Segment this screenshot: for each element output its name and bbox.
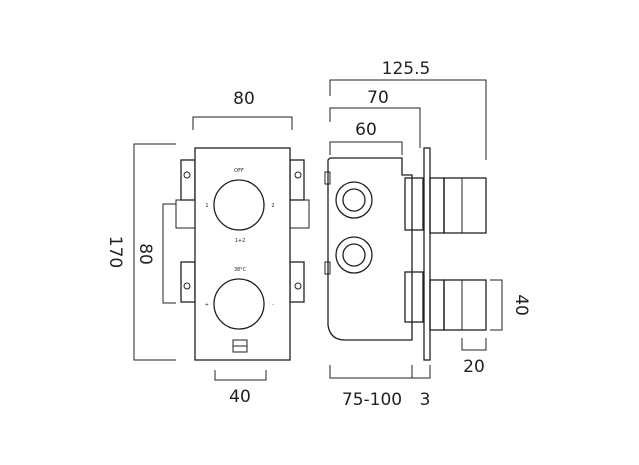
body-collar-top xyxy=(404,177,424,231)
side-faceplate xyxy=(423,147,431,361)
label-off: OFF xyxy=(234,168,244,174)
lug-top-right xyxy=(289,159,305,201)
screw-hole xyxy=(183,282,191,290)
dim-line-front-width xyxy=(192,116,293,130)
dim-line-side-overall xyxy=(329,79,487,160)
dim-line-front-knob-offset xyxy=(214,370,267,381)
dim-front-width: 80 xyxy=(233,89,255,109)
side-view: 125.5 70 60 75-100 3 40 20 xyxy=(324,59,531,410)
dim-side-overall: 125.5 xyxy=(382,59,431,79)
label-temperature: 38°C xyxy=(234,267,247,273)
escutcheon-top xyxy=(429,177,445,234)
lug-top-left xyxy=(180,159,196,201)
dim-front-knob-offset: 40 xyxy=(229,387,251,407)
dim-front-height: 170 xyxy=(105,236,125,268)
side-knob-bottom xyxy=(443,279,487,331)
side-knob-top xyxy=(443,177,487,234)
body-clip xyxy=(324,261,331,275)
label-mark-1: 1 xyxy=(205,203,208,209)
dim-line-front-spacing xyxy=(162,203,176,304)
body-clip xyxy=(324,171,331,185)
front-view: OFF 1 2 1+2 38°C + - 80 170 80 40 xyxy=(105,89,310,407)
dim-line-knob-width xyxy=(461,338,487,351)
flow-knob xyxy=(213,179,265,231)
dim-side-mid: 70 xyxy=(367,88,389,108)
inlet-connector-outer xyxy=(335,181,373,219)
inlet-connector-inner xyxy=(342,188,366,212)
screw-hole xyxy=(183,171,191,179)
dim-side-plate: 3 xyxy=(420,390,431,410)
label-mark-2: 2 xyxy=(271,203,274,209)
screw-hole xyxy=(294,171,302,179)
temperature-knob xyxy=(213,278,265,330)
dim-line-side-body xyxy=(329,141,403,155)
dim-side-body: 60 xyxy=(355,120,377,140)
valve-body xyxy=(327,157,413,341)
lug-mid-right xyxy=(289,199,310,229)
dim-line-side-mid xyxy=(329,107,421,148)
outlet-connector-inner xyxy=(342,243,366,267)
dim-line-knob-height xyxy=(490,279,503,331)
screw-hole xyxy=(294,282,302,290)
dim-line-side-depth xyxy=(329,365,431,379)
outlet-connector-outer xyxy=(335,236,373,274)
escutcheon-bottom xyxy=(429,279,445,331)
dim-knob-height: 40 xyxy=(511,294,531,316)
lug-bottom-left xyxy=(180,261,196,303)
faceplate xyxy=(194,147,291,361)
dim-knob-width: 20 xyxy=(463,357,485,377)
lug-bottom-right xyxy=(289,261,305,303)
label-both: 1+2 xyxy=(235,238,246,244)
dim-line-front-height xyxy=(133,143,176,361)
body-collar-bottom xyxy=(404,271,424,323)
lug-mid-left xyxy=(175,199,196,229)
dim-side-depth: 75-100 xyxy=(342,390,402,410)
label-plus: + xyxy=(205,302,209,308)
label-minus: - xyxy=(272,302,274,308)
dim-front-spacing: 80 xyxy=(135,243,155,265)
